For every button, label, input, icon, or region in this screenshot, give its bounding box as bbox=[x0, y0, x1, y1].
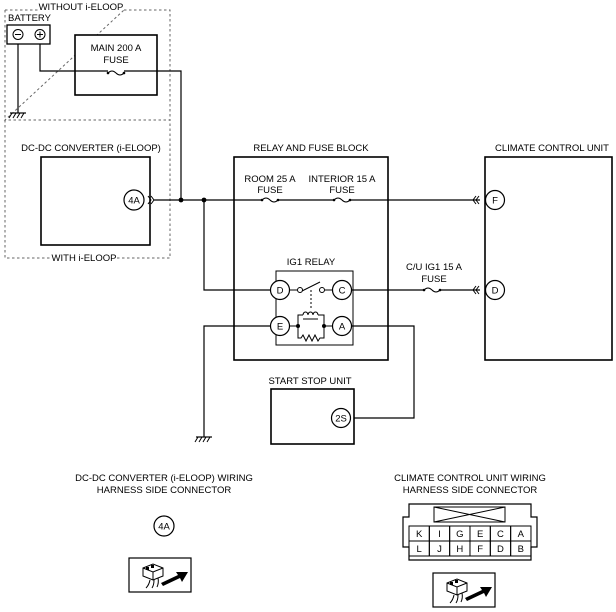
cu-fuse-rating: C/U IG1 15 A bbox=[406, 262, 463, 273]
climate-title: CLIMATE CONTROL UNIT bbox=[495, 143, 609, 154]
dcdc-title: DC-DC CONVERTER (i-ELOOP) bbox=[21, 143, 161, 154]
room-fuse-label: FUSE bbox=[257, 185, 282, 196]
relay-block-title: RELAY AND FUSE BLOCK bbox=[253, 143, 369, 154]
conn-climate-title-2: HARNESS SIDE CONNECTOR bbox=[403, 485, 538, 496]
start-stop-unit: START STOP UNIT 2S bbox=[268, 376, 355, 445]
relay-pin-d: D bbox=[277, 286, 284, 297]
battery: BATTERY bbox=[6, 13, 52, 45]
main-fuse-rating: MAIN 200 A bbox=[91, 43, 142, 54]
connector-pin-j: J bbox=[437, 544, 442, 555]
conn-climate-title-1: CLIMATE CONTROL UNIT WIRING bbox=[394, 473, 546, 484]
with-ieloop-label: WITH i-ELOOP bbox=[52, 253, 117, 264]
climate-control-unit: CLIMATE CONTROL UNIT F D bbox=[472, 143, 613, 361]
without-ieloop-label: WITHOUT i-ELOOP bbox=[39, 2, 124, 13]
splice-point bbox=[178, 197, 184, 203]
connector-pin-f: F bbox=[477, 544, 483, 555]
dcdc-converter: DC-DC CONVERTER (i-ELOOP) 4A bbox=[21, 143, 161, 246]
connector-pin-cell bbox=[510, 540, 532, 557]
connector-pin-e: E bbox=[477, 529, 483, 540]
ig1-relay: IG1 RELAY D C E A bbox=[269, 257, 354, 346]
relay-pin-a: A bbox=[339, 322, 346, 333]
connector-pin-g: G bbox=[456, 529, 463, 540]
start-stop-wire bbox=[352, 325, 415, 419]
fuse-icon bbox=[107, 70, 125, 76]
battery-ground-icon bbox=[8, 44, 26, 119]
ig1-relay-label: IG1 RELAY bbox=[287, 257, 336, 268]
cu-fuse-label: FUSE bbox=[421, 274, 446, 285]
climate-harness-connector: CLIMATE CONTROL UNIT WIRING HARNESS SIDE… bbox=[394, 473, 546, 608]
start-stop-title: START STOP UNIT bbox=[268, 376, 351, 387]
connector-pin-i: I bbox=[438, 529, 441, 540]
connector-plug-icon bbox=[446, 578, 492, 604]
connector-pin-l: L bbox=[417, 544, 422, 555]
connector-lock-icon bbox=[433, 506, 506, 523]
interior-fuse-label: FUSE bbox=[329, 185, 354, 196]
conn-dcdc-title-1: DC-DC CONVERTER (i-ELOOP) WIRING bbox=[75, 473, 253, 484]
dcdc-pin-4a: 4A bbox=[128, 196, 140, 207]
connector-pin-d: D bbox=[497, 544, 504, 555]
ground-icon bbox=[194, 436, 212, 443]
connector-pin-h: H bbox=[456, 544, 463, 555]
battery-label: BATTERY bbox=[8, 13, 52, 24]
conn-dcdc-pin: 4A bbox=[158, 522, 170, 533]
interior-fuse-icon bbox=[332, 197, 352, 203]
interior-fuse-rating: INTERIOR 15 A bbox=[308, 174, 376, 185]
dcdc-harness-connector: DC-DC CONVERTER (i-ELOOP) WIRING HARNESS… bbox=[75, 473, 253, 593]
room-fuse-icon bbox=[260, 197, 280, 203]
climate-pin-f: F bbox=[492, 196, 498, 207]
cu-ig1-fuse-icon bbox=[422, 287, 442, 293]
relay-ground-wire bbox=[203, 325, 270, 437]
connector-plug-icon bbox=[142, 563, 188, 589]
relay-fuse-block: RELAY AND FUSE BLOCK ROOM 25 A FUSE INTE… bbox=[233, 143, 389, 361]
climate-pin-d: D bbox=[492, 286, 499, 297]
connector-pin-b: B bbox=[518, 544, 524, 555]
relay-pin-e: E bbox=[277, 322, 283, 333]
relay-feed-wire bbox=[203, 200, 270, 291]
main-fuse: MAIN 200 A FUSE bbox=[74, 34, 158, 96]
connector-pin-grid: K I G E C A L J H F D B bbox=[408, 525, 532, 557]
relay-pin-c: C bbox=[339, 286, 346, 297]
start-stop-pin-2s: 2S bbox=[335, 414, 347, 425]
connector-pin-k: K bbox=[416, 529, 423, 540]
battery-feed-wire bbox=[39, 44, 182, 200]
connector-pin-c: C bbox=[497, 529, 504, 540]
conn-dcdc-title-2: HARNESS SIDE CONNECTOR bbox=[97, 485, 232, 496]
room-fuse-rating: ROOM 25 A bbox=[244, 174, 296, 185]
with-ieloop-region: WITH i-ELOOP bbox=[4, 120, 171, 264]
main-fuse-label: FUSE bbox=[103, 55, 128, 66]
connector-pin-a: A bbox=[518, 529, 525, 540]
